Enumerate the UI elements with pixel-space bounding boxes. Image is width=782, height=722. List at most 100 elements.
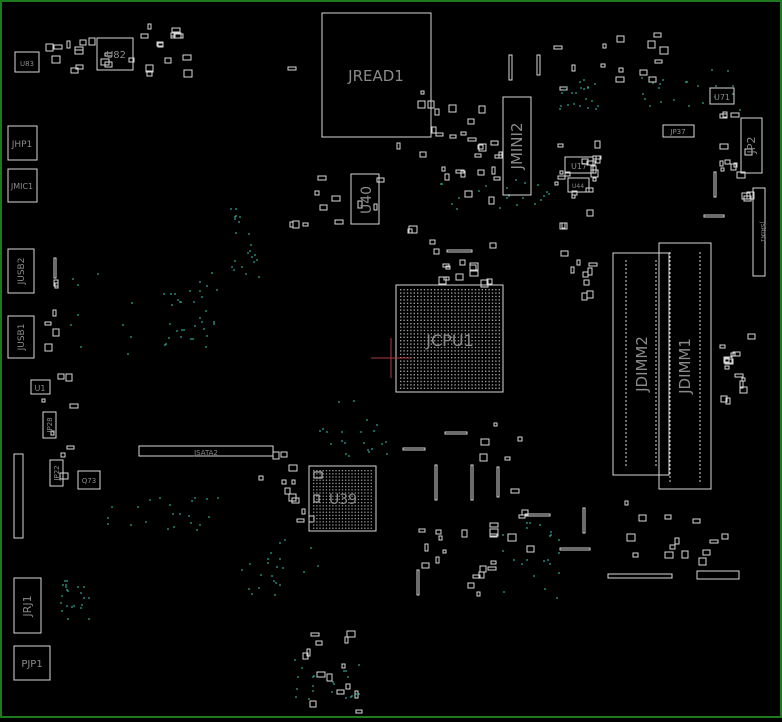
u17-outline[interactable]	[564, 156, 594, 174]
via	[376, 424, 378, 426]
cpu-pin	[410, 363, 412, 366]
u82-outline[interactable]	[96, 37, 134, 71]
passive-component	[719, 143, 729, 150]
u39-pin	[348, 508, 350, 510]
jmic1-outline[interactable]	[7, 168, 38, 203]
passive-component	[638, 514, 647, 522]
bottom-right-strip[interactable]	[607, 573, 673, 579]
jp2-outline[interactable]	[740, 117, 763, 174]
cpu-pin	[474, 360, 477, 362]
u39-pin	[325, 498, 328, 501]
cpu-pin	[491, 289, 494, 291]
passive-component	[469, 264, 477, 272]
cpu-pin	[491, 353, 494, 355]
passive-component	[60, 452, 66, 458]
cpu-pin	[410, 319, 412, 321]
u39-pin	[348, 498, 350, 501]
cpu-pin	[447, 333, 449, 335]
jhp1-outline[interactable]	[7, 125, 38, 161]
u39-pin	[345, 498, 347, 501]
passive-component	[326, 673, 333, 682]
u39-pin	[335, 514, 337, 517]
via	[332, 681, 334, 683]
u39-pin	[322, 505, 324, 507]
u40-outline[interactable]	[350, 173, 380, 225]
u39-pin	[329, 518, 331, 520]
jdimm2-outline[interactable]	[612, 252, 670, 476]
u39-pin	[313, 479, 315, 481]
via	[208, 516, 210, 518]
cpu-pin	[454, 357, 456, 359]
pjp1-outline[interactable]	[13, 645, 51, 681]
cpu-pin	[461, 295, 463, 298]
u39-pin	[361, 473, 363, 475]
cpu-pin	[403, 387, 405, 389]
via	[130, 524, 132, 526]
jusb2-outline[interactable]	[7, 248, 35, 294]
u39-pin	[370, 502, 372, 504]
cpu-pin	[447, 377, 449, 379]
u39-pin	[325, 495, 328, 497]
jp37-outline[interactable]	[662, 124, 695, 138]
jdimm1-outline[interactable]	[658, 242, 712, 490]
u39-pin	[335, 524, 337, 526]
passive-component	[478, 105, 486, 114]
u39-pin	[361, 527, 363, 529]
bottom-right-connector[interactable]	[696, 570, 740, 580]
q73-outline[interactable]	[77, 470, 101, 490]
cpu-pin	[447, 319, 449, 321]
jp22-outline[interactable]	[49, 459, 64, 487]
cpu-pin	[491, 377, 494, 379]
left-edge-connector[interactable]	[13, 453, 24, 539]
cpu-pin	[498, 336, 500, 338]
passive-component	[564, 171, 571, 177]
u71-outline[interactable]	[709, 87, 735, 105]
u1-outline[interactable]	[30, 379, 51, 395]
cpu-pin	[400, 329, 402, 332]
u39-pin	[335, 527, 337, 529]
jrj1-outline[interactable]	[13, 577, 42, 634]
u39-outline[interactable]	[308, 465, 377, 532]
via	[575, 92, 577, 94]
jsata1-outline[interactable]	[752, 187, 766, 277]
cpu-pin	[420, 299, 422, 301]
via	[548, 193, 550, 195]
cpu-pin	[437, 350, 439, 352]
cpu-pin	[444, 316, 446, 318]
cpu-pin	[478, 350, 480, 352]
jmini2-label: JMINI2	[508, 123, 526, 171]
cpu-pin	[434, 370, 436, 372]
cpu-pin	[437, 295, 439, 298]
u44-outline[interactable]	[567, 177, 590, 193]
jcpu1-outline[interactable]	[395, 284, 504, 393]
jread1-outline[interactable]	[321, 12, 432, 138]
via	[585, 98, 587, 100]
u39-pin	[370, 470, 372, 472]
cpu-pin	[488, 380, 490, 383]
cpu-pin	[430, 316, 432, 318]
u83-outline[interactable]	[14, 51, 40, 73]
passive-component	[183, 69, 193, 78]
u39-pin	[322, 476, 324, 478]
jusb1-outline[interactable]	[7, 315, 35, 359]
passive-component	[595, 155, 601, 164]
u39-pin	[332, 524, 334, 526]
jp28-outline[interactable]	[42, 411, 57, 439]
cpu-pin	[410, 370, 412, 372]
cpu-pin	[478, 360, 480, 362]
passive-component	[280, 451, 288, 458]
cpu-pin	[485, 360, 487, 362]
u39-pin	[329, 527, 331, 529]
jsata2-outline[interactable]	[138, 445, 274, 457]
cpu-pin	[400, 360, 402, 362]
cpu-pin	[474, 387, 477, 389]
cpu-pin	[478, 302, 480, 304]
cpu-pin	[420, 292, 422, 294]
cpu-pin	[406, 326, 409, 328]
jmini2-outline[interactable]	[502, 96, 532, 196]
passive-component	[417, 100, 426, 109]
u39-pin	[348, 505, 350, 507]
u39-pin	[313, 492, 315, 494]
cpu-pin	[474, 312, 477, 315]
cpu-pin	[430, 357, 432, 359]
